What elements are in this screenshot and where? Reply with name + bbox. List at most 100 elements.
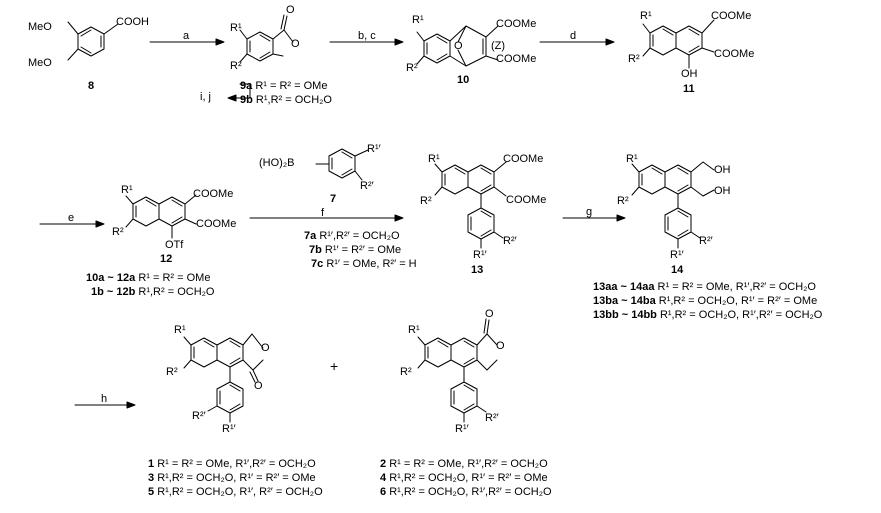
r2p-label-p1: R²′ [192, 410, 206, 422]
caption-14aa: 13aa ~ 14aa R¹ = R² = OMe, R¹′,R²′ = OCH… [593, 281, 816, 293]
step-d: d [570, 30, 577, 42]
r2-label-p2: R² [400, 366, 412, 378]
caption-14ba: 13ba ~ 14ba R¹,R² = OCH₂O, R¹′ = R²′ = O… [593, 295, 818, 307]
r1-label-10: R¹ [412, 14, 424, 26]
r1p-label-p2: R¹′ [455, 423, 469, 435]
r2-label-12: R² [112, 226, 124, 238]
compound-label-14: 14 [671, 264, 684, 276]
meo-label-8b: MeO [28, 57, 52, 69]
step-h: h [101, 393, 108, 405]
coome-label-13b: COOMe [506, 194, 547, 206]
caption-p5: 5 R¹,R² = OCH₂O, R¹′, R²′ = OCH₂O [148, 486, 323, 498]
caption-7a: 7a R¹′,R²′ = OCH₂O [304, 230, 400, 242]
coome-label-11b: COOMe [714, 48, 755, 60]
structure-product-2 [417, 318, 498, 423]
carbonyl-o-9: O [286, 4, 295, 16]
structure-7 [315, 148, 369, 181]
r1p-label-13: R¹′ [473, 249, 487, 261]
step-e: e [68, 212, 75, 224]
r2-label-13: R² [420, 195, 432, 207]
step-f: f [321, 207, 325, 219]
arrow-f [249, 214, 404, 222]
oh-label-11: OH [681, 68, 698, 80]
r1-label-p2: R¹ [408, 324, 420, 336]
arrow-h [74, 401, 136, 409]
caption-p3: 3 R¹,R² = OCH₂O, R¹′ = R²′ = OMe [148, 472, 316, 484]
structure-14 [631, 161, 715, 249]
arrow-e [39, 220, 105, 228]
structure-10 [416, 25, 499, 67]
r1-label-13: R¹ [428, 153, 440, 165]
structure-9 [239, 14, 294, 63]
coome-label-13a: COOMe [503, 153, 544, 165]
r1-label-12: R¹ [121, 184, 133, 196]
r1p-label-14: R¹′ [670, 249, 684, 261]
caption-9b: 9b R¹,R² = OCH₂O [240, 94, 332, 106]
r1-label-11: R¹ [640, 10, 652, 22]
cooh-label: COOH [116, 16, 149, 28]
z-label-10: (Z) [491, 40, 506, 52]
r2-label-10: R² [406, 62, 418, 74]
r2p-label-7: R²′ [360, 180, 374, 192]
structure-12 [125, 194, 197, 239]
coome-label-11a: COOMe [711, 10, 752, 22]
ring-o-p1: O [261, 342, 270, 354]
caption-12a: 10a ~ 12a R¹ = R² = OMe [86, 272, 211, 284]
step-a: a [183, 30, 190, 42]
caption-12b: 1b ~ 12b R¹,R² = OCH₂O [91, 286, 215, 298]
coome-label-10b: COOMe [496, 53, 537, 65]
oh-label-14a: OH [714, 164, 731, 176]
bridge-o-10: O [454, 40, 463, 52]
r2p-label-13: R²′ [503, 235, 517, 247]
otf-label-12: OTf [165, 239, 184, 251]
coome-label-12a: COOMe [193, 188, 234, 200]
step-bc: b, c [358, 30, 376, 42]
caption-p6: 6 R¹,R² = OCH₂O, R¹′,R²′ = OCH₂O [380, 486, 552, 498]
caption-p4: 4 R¹,R² = OCH₂O, R¹′ = R²′ = OMe [380, 472, 548, 484]
caption-p1: 1 R¹ = R² = OMe, R¹′,R²′ = OCH₂O [148, 458, 316, 470]
compound-label-10: 10 [457, 74, 470, 86]
r1-label-14: R¹ [626, 153, 638, 165]
structure-11 [642, 19, 715, 69]
meo-label-8a: MeO [28, 21, 52, 33]
carbonyl-o-p2: O [485, 308, 494, 320]
compound-label-12: 12 [160, 253, 173, 265]
step-g: g [586, 206, 593, 218]
step-ij: i, j [200, 91, 211, 103]
oh-label-14b: OH [714, 185, 731, 197]
caption-7b: 7b R¹′ = R²′ = OMe [309, 244, 402, 256]
plus-sign: + [330, 358, 339, 374]
caption-p2: 2 R¹ = R² = OMe, R¹′,R²′ = OCH₂O [380, 458, 548, 470]
carbonyl-o-p1: O [254, 380, 263, 392]
compound-label-11: 11 [683, 83, 695, 95]
boron-label-7: (HO)₂B [259, 157, 295, 169]
coome-label-12b: COOMe [196, 218, 237, 230]
caption-7c: 7c R¹′ = OMe, R²′ = H [311, 258, 417, 270]
r1-label-9: R¹ [230, 22, 242, 34]
compound-label-7: 7 [330, 193, 337, 205]
r2-label-11: R² [628, 53, 640, 65]
caption-14bb: 13bb ~ 14bb R¹,R² = OCH₂O, R¹′,R²′ = OCH… [593, 309, 823, 321]
arrow-d [539, 38, 615, 46]
structure-product-1 [183, 333, 264, 423]
r1-label-p1: R¹ [174, 324, 186, 336]
caption-9a: 9a R¹ = R² = OMe [240, 80, 328, 92]
r2-label-p1: R² [166, 366, 178, 378]
r2-label-14: R² [617, 195, 629, 207]
r2-label-9: R² [230, 60, 242, 72]
arrow-a [149, 38, 225, 46]
r1p-label-p1: R¹′ [222, 423, 236, 435]
r2p-label-p2: R²′ [485, 412, 499, 424]
ring-o-p2: O [496, 340, 505, 352]
compound-label-8: 8 [88, 80, 95, 92]
r2p-label-14: R²′ [699, 235, 713, 247]
structure-13 [434, 161, 507, 249]
coome-label-10a: COOMe [496, 18, 537, 30]
compound-label-13: 13 [471, 264, 484, 276]
structure-8 [67, 21, 119, 61]
arrow-ij [227, 83, 251, 102]
o-label-9: O [291, 38, 300, 50]
r1p-label-7: R¹′ [367, 143, 381, 155]
arrow-bc [329, 38, 404, 46]
